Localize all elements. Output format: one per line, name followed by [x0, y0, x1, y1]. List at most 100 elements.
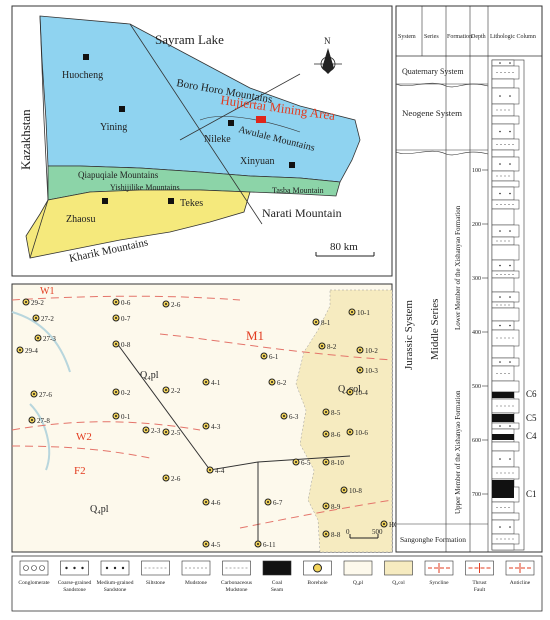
- borehole-marker: 10-8: [340, 486, 362, 495]
- scale-label: 80 km: [330, 241, 358, 253]
- borehole-center-icon: [115, 317, 117, 319]
- city-label: Zhaosu: [66, 214, 95, 225]
- borehole-center-icon: [383, 523, 385, 525]
- litho-dot: [509, 296, 511, 298]
- borehole-label: 0-6: [121, 299, 131, 307]
- borehole-center-icon: [359, 349, 361, 351]
- borehole-center-icon: [31, 419, 33, 421]
- yellow-region: [25, 189, 251, 259]
- litho-layer: [491, 170, 515, 182]
- litho-dot: [509, 264, 511, 267]
- pattern-mark: [39, 565, 45, 571]
- borehole-center-icon: [271, 381, 273, 383]
- borehole-marker: 6-3: [280, 412, 299, 421]
- country-label: Kazakhstan: [18, 109, 33, 170]
- borehole-center-icon: [37, 337, 39, 339]
- borehole-marker: 10-2: [356, 346, 378, 355]
- formation-label: Upper Member of the Xishanyao Formation: [454, 390, 462, 514]
- borehole-marker: 4-6: [202, 498, 221, 507]
- formation-label: Sangonghe Formation: [400, 536, 467, 544]
- depth-label: 200: [472, 222, 481, 228]
- depth-label: 600: [472, 438, 481, 444]
- borehole-center-icon: [343, 489, 345, 491]
- legend-swatch: [343, 560, 373, 576]
- borehole-label: 10-8: [349, 487, 362, 495]
- litho-layer: [491, 365, 515, 382]
- depth-label: 100: [472, 168, 481, 174]
- city-zhaosu: Zhaosu: [66, 198, 108, 225]
- litho-layer: [491, 244, 520, 261]
- formation-label: Lower Member of the Xishanyao Formation: [454, 205, 462, 330]
- fault-line: [159, 333, 393, 361]
- borehole-label: 8-8: [331, 531, 341, 539]
- borehole-marker: 4-3: [202, 422, 221, 431]
- litho-dot: [499, 458, 501, 460]
- legend-label: Siltstone: [146, 580, 166, 586]
- borehole-center-icon: [205, 543, 207, 545]
- legend-swatch: [181, 560, 211, 576]
- borehole-label: 0-8: [121, 341, 131, 349]
- borehole-marker: 29-2: [22, 298, 44, 307]
- borehole-icon: [313, 563, 322, 573]
- city-label: Xinyuan: [240, 156, 274, 167]
- borehole-label: 8-10: [331, 459, 344, 467]
- borehole-label: 0-7: [121, 315, 131, 323]
- border-line: [29, 15, 49, 259]
- borehole-center-icon: [263, 355, 265, 357]
- scale-tick-label: 0: [346, 528, 350, 536]
- mountain-label: Narati Mountain: [262, 206, 342, 220]
- legend-item: Syncline: [424, 560, 454, 586]
- borehole-marker: 27-8: [28, 416, 50, 425]
- litho-layer: [491, 543, 515, 551]
- legend-label: Anticline: [510, 580, 531, 586]
- litho-dot: [499, 230, 501, 232]
- pattern-mark: [73, 566, 76, 570]
- stream: [11, 311, 71, 373]
- litho-dot: [499, 264, 501, 267]
- litho-column: [491, 59, 525, 551]
- city-yining: Yining: [100, 106, 127, 133]
- borehole-label: 2-6: [171, 475, 181, 483]
- north-label: N: [324, 36, 331, 46]
- borehole-marker: 0-8: [112, 340, 131, 349]
- legend-swatch: [141, 560, 170, 576]
- borehole-center-icon: [165, 477, 167, 479]
- borehole-marker: 6-2: [268, 378, 287, 387]
- litho-dot: [499, 296, 501, 298]
- borehole-center-icon: [351, 311, 353, 313]
- mountain-label: Tasba Mountain: [272, 186, 324, 195]
- fault-label: W1: [40, 286, 54, 297]
- city-marker-icon: [83, 54, 89, 60]
- borehole-label: 2-3: [151, 427, 161, 435]
- map-scale-bar: 80 km: [315, 241, 375, 257]
- legend-item: Conglomerate: [18, 560, 50, 586]
- city-tekes: Tekes: [168, 198, 203, 209]
- zone-label: Q₄pl: [140, 370, 159, 381]
- borehole-center-icon: [267, 501, 269, 503]
- legend-label: Q₄pl: [353, 580, 364, 586]
- borehole-label: 27-3: [43, 335, 56, 343]
- borehole-marker: 6-5: [292, 458, 311, 467]
- borehole-marker: 29-4: [16, 346, 38, 355]
- pattern-mark: [113, 566, 117, 570]
- mining-area-marker-icon: [256, 116, 266, 123]
- litho-dot: [509, 192, 511, 195]
- borehole-center-icon: [325, 461, 327, 463]
- fault-line: [11, 421, 201, 431]
- legend-item: Anticline: [505, 560, 535, 586]
- depth-label: 400: [472, 330, 481, 336]
- litho-layer: [491, 180, 520, 188]
- stream: [29, 403, 51, 471]
- borehole-marker: 27-3: [34, 334, 56, 343]
- borehole-center-icon: [321, 345, 323, 347]
- city-xinyuan: Xinyuan: [240, 156, 295, 168]
- borehole-label: 27-8: [37, 417, 50, 425]
- borehole-marker: 4-5: [202, 540, 221, 549]
- borehole-label: 27-2: [41, 315, 54, 323]
- borehole-center-icon: [115, 343, 117, 345]
- litho-dot: [509, 526, 511, 528]
